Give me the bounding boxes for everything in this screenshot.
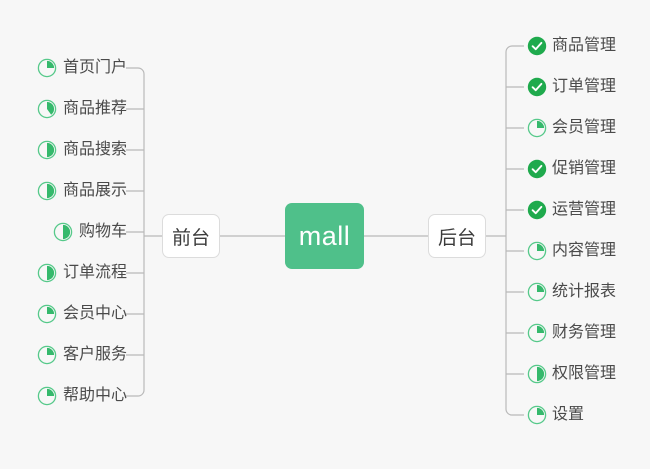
leaf-item-left-7[interactable]: 会员中心 bbox=[37, 301, 127, 327]
check-circle-icon bbox=[527, 200, 547, 220]
leaf-item-right-2[interactable]: 订单管理 bbox=[527, 74, 616, 100]
leaf-item-left-5[interactable]: 购物车 bbox=[53, 219, 127, 245]
leaf-item-left-8[interactable]: 客户服务 bbox=[37, 342, 127, 368]
leaf-item-label: 统计报表 bbox=[552, 283, 617, 300]
leaf-item-label: 商品管理 bbox=[552, 37, 617, 54]
branch-node-frontend[interactable]: 前台 bbox=[162, 214, 220, 258]
check-circle-icon bbox=[527, 77, 547, 97]
branch-node-backend[interactable]: 后台 bbox=[428, 214, 486, 258]
pie-progress-icon bbox=[37, 263, 57, 283]
leaf-item-right-6[interactable]: 内容管理 bbox=[527, 238, 616, 264]
leaf-item-right-10[interactable]: 设置 bbox=[527, 402, 584, 428]
pie-progress-icon bbox=[37, 181, 57, 201]
pie-progress-icon bbox=[37, 345, 57, 365]
pie-progress-icon bbox=[527, 323, 547, 343]
leaf-item-label: 购物车 bbox=[78, 223, 127, 240]
pie-progress-icon bbox=[527, 241, 547, 261]
pie-progress-icon bbox=[37, 386, 57, 406]
check-circle-icon bbox=[527, 36, 547, 56]
leaf-item-label: 订单流程 bbox=[62, 264, 127, 281]
leaf-item-right-9[interactable]: 权限管理 bbox=[527, 361, 616, 387]
pie-progress-icon bbox=[527, 405, 547, 425]
pie-progress-icon bbox=[527, 282, 547, 302]
center-node-mall[interactable]: mall bbox=[285, 203, 364, 269]
leaf-item-right-7[interactable]: 统计报表 bbox=[527, 279, 616, 305]
leaf-item-right-5[interactable]: 运营管理 bbox=[527, 197, 616, 223]
leaf-item-label: 运营管理 bbox=[552, 201, 617, 218]
leaf-item-left-1[interactable]: 首页门户 bbox=[37, 55, 127, 81]
leaf-item-label: 促销管理 bbox=[552, 160, 617, 177]
leaf-item-left-4[interactable]: 商品展示 bbox=[37, 178, 127, 204]
leaf-item-label: 会员中心 bbox=[62, 305, 127, 322]
leaf-item-label: 设置 bbox=[552, 406, 585, 423]
leaf-item-left-9[interactable]: 帮助中心 bbox=[37, 383, 127, 409]
leaf-item-label: 商品搜索 bbox=[62, 141, 127, 158]
leaf-item-right-4[interactable]: 促销管理 bbox=[527, 156, 616, 182]
pie-progress-icon bbox=[37, 99, 57, 119]
pie-progress-icon bbox=[53, 222, 73, 242]
leaf-item-left-3[interactable]: 商品搜索 bbox=[37, 137, 127, 163]
pie-progress-icon bbox=[37, 140, 57, 160]
leaf-item-right-3[interactable]: 会员管理 bbox=[527, 115, 616, 141]
leaf-item-label: 内容管理 bbox=[552, 242, 617, 259]
leaf-item-right-1[interactable]: 商品管理 bbox=[527, 33, 616, 59]
leaf-item-label: 权限管理 bbox=[552, 365, 617, 382]
leaf-item-left-6[interactable]: 订单流程 bbox=[37, 260, 127, 286]
check-circle-icon bbox=[527, 159, 547, 179]
branch-node-backend-label: 后台 bbox=[437, 227, 476, 249]
leaf-item-label: 帮助中心 bbox=[62, 387, 127, 404]
leaf-item-right-8[interactable]: 财务管理 bbox=[527, 320, 616, 346]
pie-progress-icon bbox=[527, 118, 547, 138]
pie-progress-icon bbox=[37, 58, 57, 78]
leaf-item-label: 订单管理 bbox=[552, 78, 617, 95]
leaf-item-label: 会员管理 bbox=[552, 119, 617, 136]
leaf-item-left-2[interactable]: 商品推荐 bbox=[37, 96, 127, 122]
leaf-item-label: 首页门户 bbox=[62, 59, 127, 76]
center-node-label: mall bbox=[298, 220, 351, 251]
pie-progress-icon bbox=[37, 304, 57, 324]
leaf-item-label: 客户服务 bbox=[62, 346, 127, 363]
branch-node-frontend-label: 前台 bbox=[171, 227, 210, 249]
pie-progress-icon bbox=[527, 364, 547, 384]
leaf-item-label: 商品展示 bbox=[62, 182, 127, 199]
leaf-item-label: 商品推荐 bbox=[62, 100, 127, 117]
leaf-item-label: 财务管理 bbox=[552, 324, 617, 341]
